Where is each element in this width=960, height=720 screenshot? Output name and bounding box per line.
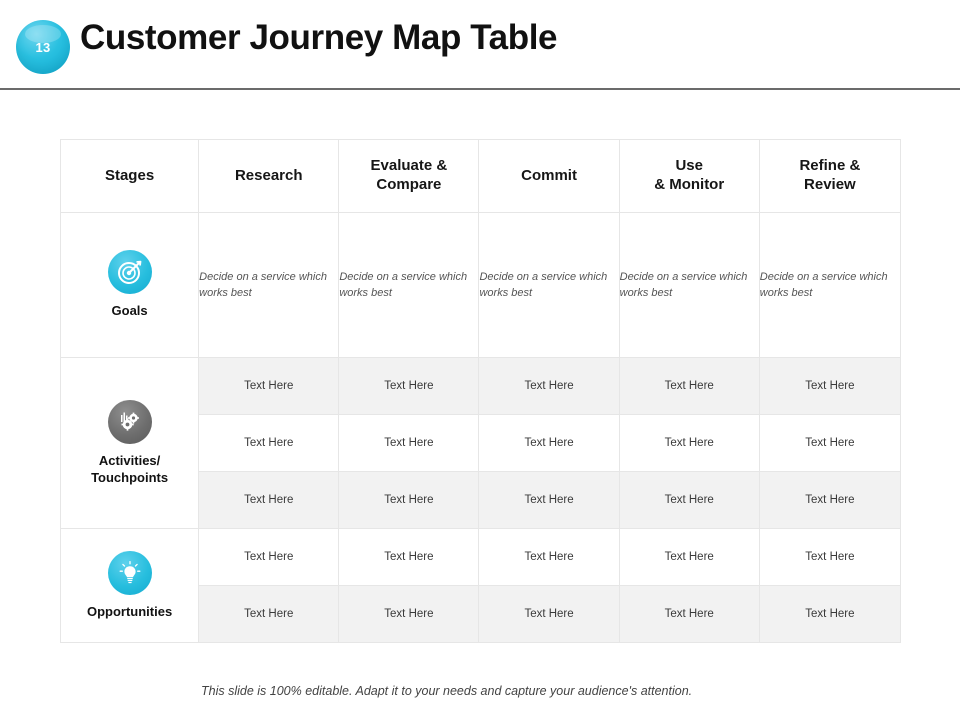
slide-number-badge: 13 [16,20,70,74]
stage-cell-goals: Goals [59,212,200,358]
table-cell: Text Here [338,528,480,586]
table-cell: Text Here [198,357,340,415]
table-cell: Text Here [338,414,480,472]
stage-label-line2: Touchpoints [91,469,169,485]
column-header-line2: Compare [376,176,442,193]
table-cell: Text Here [478,585,620,643]
column-header-research: Research [198,139,340,213]
table-cell: Text Here [198,471,340,529]
column-header-commit: Commit [478,139,620,213]
page-title: Customer Journey Map Table [80,18,558,57]
column-header-refine-review: Refine & Review [758,139,902,213]
lightbulb-icon-glyph [119,560,141,583]
table-cell: Text Here [618,528,760,586]
table-cell: Text Here [198,414,340,472]
goals-cell-commit: Decide on a service which works best [478,212,620,358]
gears-icon-glyph [120,412,139,431]
goals-cell-evaluate: Decide on a service which works best [338,212,480,358]
stage-label-goals: Goals [111,303,148,319]
column-header-line2: Review [804,176,856,193]
table-cell: Text Here [198,528,340,586]
goals-cell-research: Decide on a service which works best [198,212,340,358]
table-cell: Text Here [478,414,620,472]
table-cell: Text Here [198,585,340,643]
stage-cell-opportunities: Opportunities [59,528,200,643]
stage-label-opportunities: Opportunities [86,603,173,619]
table-cell: Text Here [758,471,902,529]
stage-label-line1: Activities/ [98,452,161,468]
table-cell: Text Here [758,357,902,415]
footer-note: This slide is 100% editable. Adapt it to… [201,684,693,698]
slide-number: 13 [35,39,51,55]
table-header-row: Stages Research Evaluate & Compare Commi… [59,139,902,213]
header-divider [0,88,960,90]
table-cell: Text Here [338,471,480,529]
table-cell: Text Here [618,471,760,529]
slide-header: 13 Customer Journey Map Table [0,0,960,90]
table-cell: Text Here [338,357,480,415]
goals-cell-refine: Decide on a service which works best [758,212,902,358]
column-header-stages: Stages [59,139,200,213]
table-cell: Text Here [478,471,620,529]
table-cell: Text Here [758,414,902,472]
lightbulb-icon [107,550,152,595]
column-header-evaluate-compare: Evaluate & Compare [338,139,480,213]
stage-label-activities: Activities/ Touchpoints [61,453,198,487]
gears-icon [107,399,152,444]
column-header-line1: Use [675,157,703,175]
table-cell: Text Here [618,357,760,415]
column-header-line1: Refine & [799,157,861,175]
column-header-line2: & Monitor [654,176,725,193]
table-cell: Text Here [618,414,760,472]
table-cell: Text Here [478,357,620,415]
table-cell: Text Here [478,528,620,586]
table-cell: Text Here [758,528,902,586]
table-row-opportunities-1: Opportunities Text Here Text Here Text H… [59,528,902,643]
table-cell: Text Here [758,585,902,643]
goals-cell-use: Decide on a service which works best [618,212,760,358]
table-row-goals: Goals Decide on a service which works be… [59,212,902,358]
target-icon [107,250,152,295]
table-cell: Text Here [338,585,480,643]
target-icon-glyph [117,260,141,285]
table-row-activities-1: Activities/ Touchpoints Text Here Text H… [59,357,902,529]
table-cell: Text Here [618,585,760,643]
column-header-use-monitor: Use & Monitor [618,139,760,213]
column-header-line1: Evaluate & [370,157,448,175]
table-row-opportunities-2: Text Here Text Here Text Here Text Here … [61,585,902,643]
customer-journey-map-table: Stages Research Evaluate & Compare Commi… [59,139,902,643]
stage-cell-activities: Activities/ Touchpoints [59,357,200,529]
